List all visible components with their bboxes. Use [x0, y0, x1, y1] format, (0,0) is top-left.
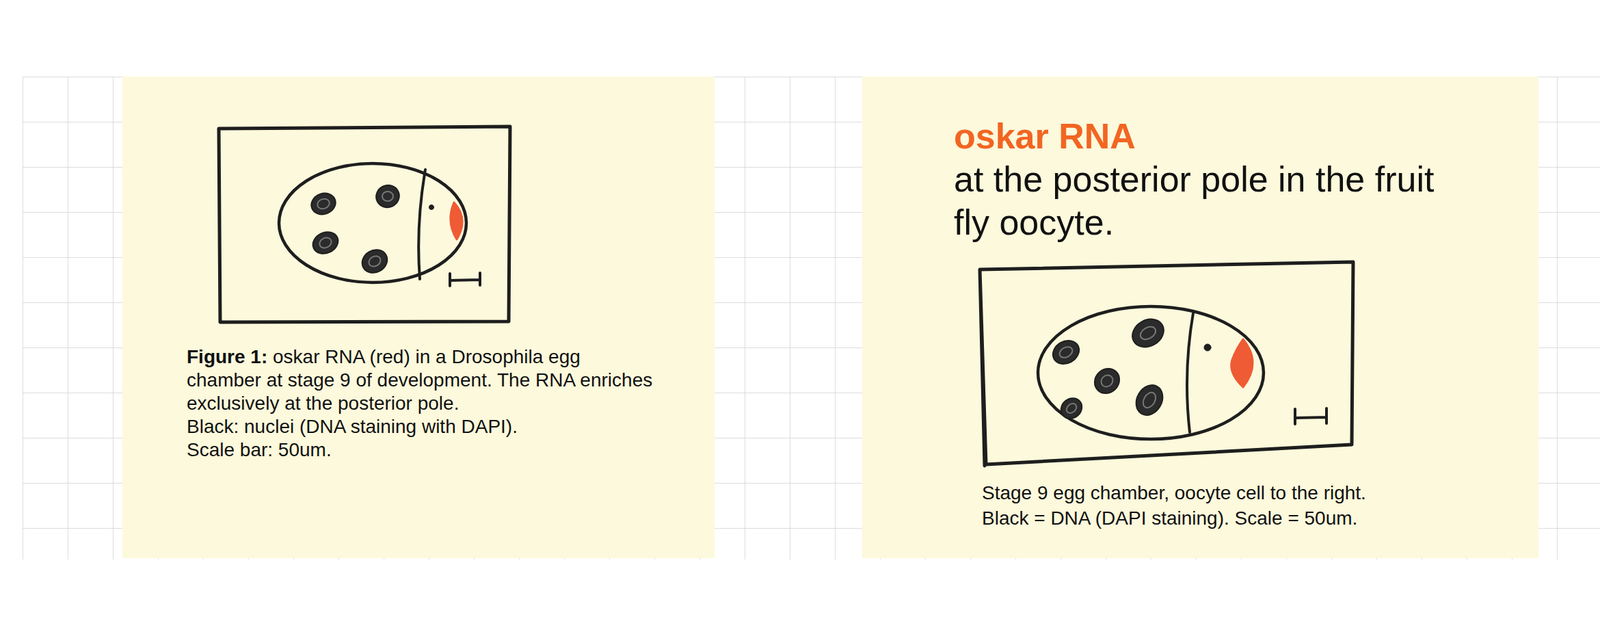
image-frame [979, 261, 1354, 466]
figure-caption-block: Figure 1: oskar RNA (red) in a Drosophil… [186, 345, 659, 462]
egg-chamber-sketch [979, 261, 1354, 466]
oocyte-nucleus [429, 205, 435, 210]
oocyte-nucleus [1204, 343, 1211, 351]
grid-paper [22, 76, 1600, 560]
left-card [122, 76, 715, 558]
egg-chamber-outline [278, 163, 467, 283]
right-card [862, 76, 1539, 558]
image-caption-block: Stage 9 egg chamber, oocyte cell to the … [981, 480, 1516, 531]
oskar-rna-signal [1231, 339, 1253, 388]
image-frame [218, 126, 511, 323]
nuclei [1048, 313, 1170, 423]
subtitle: at the posterior pole in the fruit fly o… [953, 157, 1474, 245]
caption-line: Black: nuclei (DNA staining with DAPI). [186, 415, 659, 439]
oocyte-boundary [1187, 313, 1194, 433]
oocyte-boundary [418, 169, 426, 279]
egg-chamber-sketch [218, 126, 511, 323]
nuclei [308, 181, 403, 277]
caption-line: Stage 9 egg chamber, oocyte cell to the … [981, 480, 1516, 506]
caption-paragraph: Figure 1: oskar RNA (red) in a Drosophil… [186, 345, 659, 416]
title: oskar RNA [953, 114, 1488, 158]
oskar-rna-signal [450, 202, 463, 240]
scale-bar [449, 272, 480, 286]
figure-label: Figure 1: [186, 345, 268, 368]
caption-line: Scale bar: 50um. [186, 438, 659, 462]
caption-line: Black = DNA (DAPI staining). Scale = 50u… [981, 505, 1516, 531]
heading-block: oskar RNAat the posterior pole in the fr… [953, 114, 1488, 245]
egg-chamber-outline [1037, 306, 1264, 439]
scale-bar [1295, 408, 1327, 424]
